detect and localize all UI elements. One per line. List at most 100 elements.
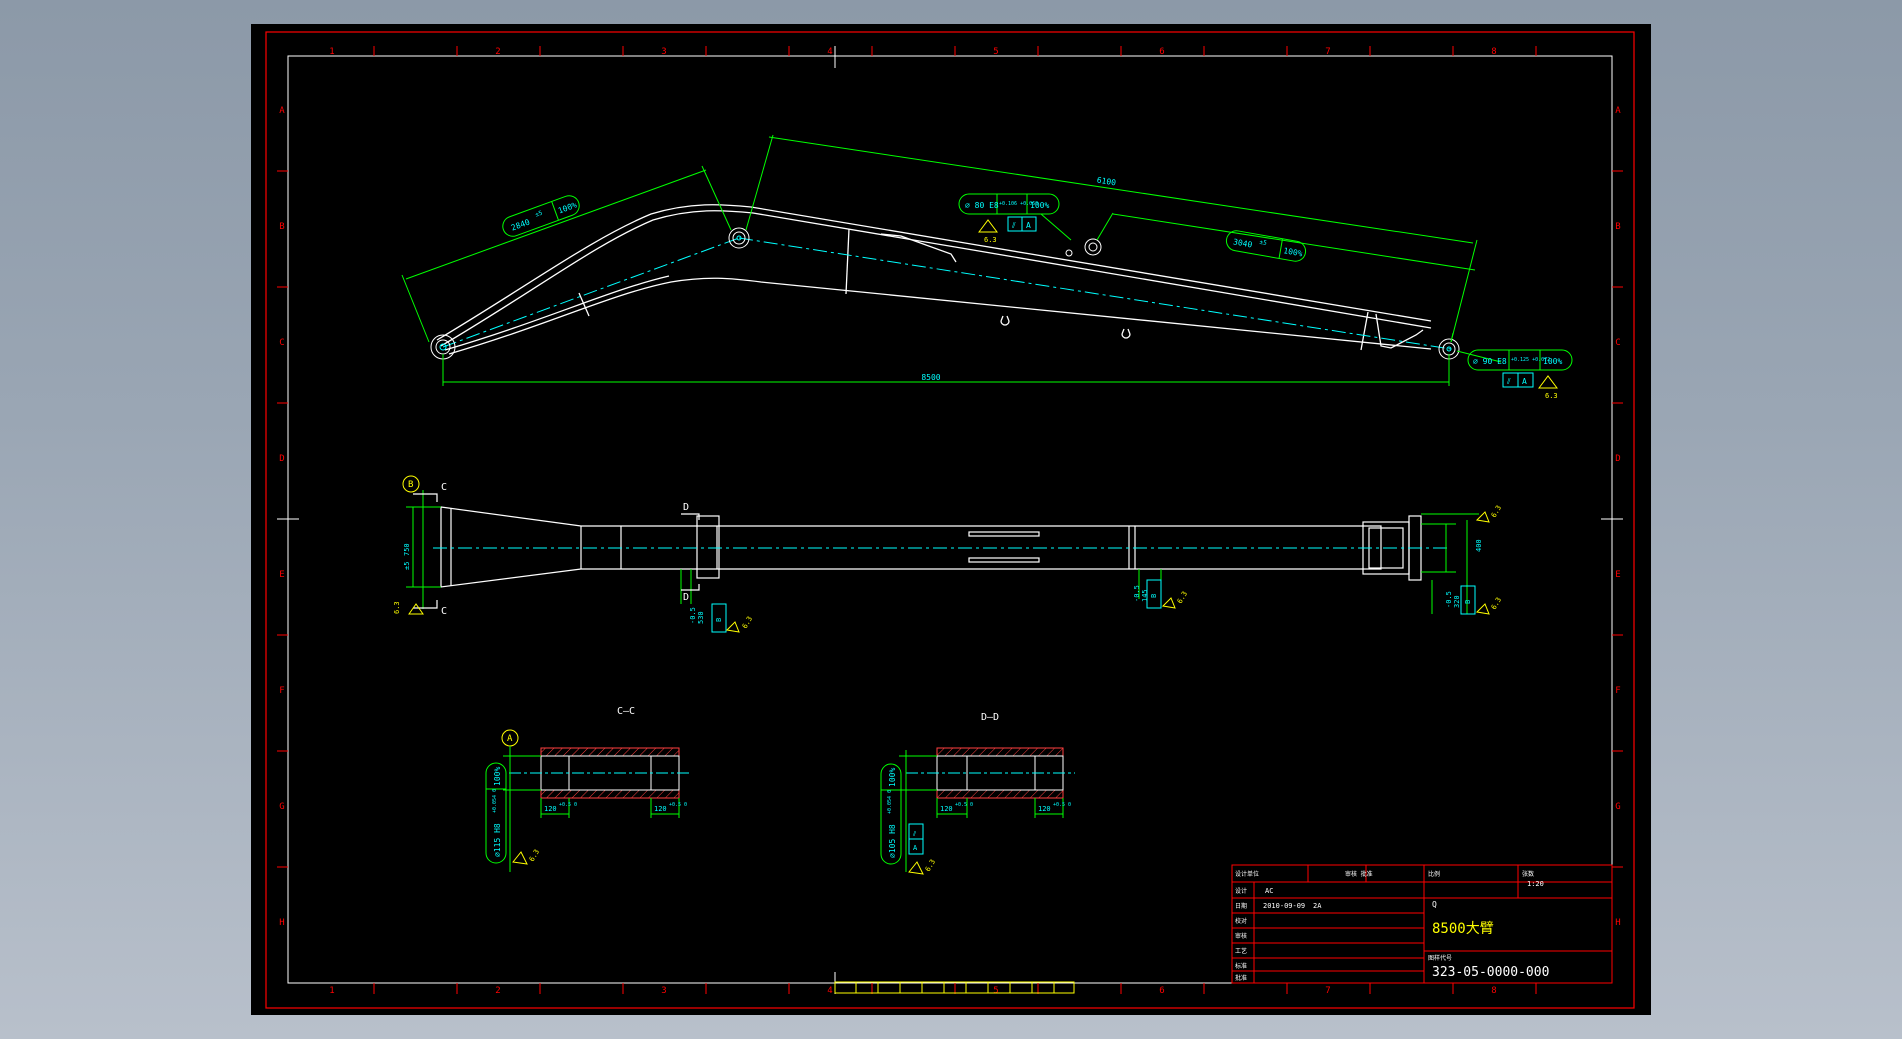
bore-mid-datum: A bbox=[1026, 221, 1031, 230]
border-ticks bbox=[277, 46, 1623, 994]
dim-right-mid-tol: -0.5 bbox=[1133, 585, 1141, 602]
section-cut-marks bbox=[413, 493, 700, 609]
title-block-date-extra: 2A bbox=[1313, 902, 1322, 910]
bore-end-datum: A bbox=[1522, 377, 1527, 386]
border-row-label: E bbox=[1615, 570, 1620, 580]
dimension-lines bbox=[401, 134, 1502, 386]
title-block-row-label: 设计 bbox=[1235, 887, 1247, 895]
dim-end-tol: -0.5 bbox=[1445, 591, 1453, 608]
dim-left-arm: 2840 bbox=[510, 217, 531, 232]
section-d-roughness: 6.3 bbox=[924, 858, 937, 873]
border-col-label: 8 bbox=[1491, 986, 1496, 996]
dim-left-width: 750 bbox=[403, 543, 411, 556]
section-c-roughness: 6.3 bbox=[528, 848, 541, 863]
border-col-label: 4 bbox=[827, 47, 832, 57]
border-row-label: D bbox=[1615, 454, 1620, 464]
section-c-title: C—C bbox=[617, 706, 635, 717]
dim-overall: 8500 bbox=[921, 373, 940, 382]
datum-b-marker bbox=[402, 475, 420, 493]
bore-mid-roughness: 6.3 bbox=[984, 236, 997, 244]
title-block-drawing-number: 323-05-0000-000 bbox=[1432, 965, 1549, 980]
section-c-dim-left: 120 bbox=[544, 805, 557, 813]
title-block-scale: 1:20 bbox=[1527, 880, 1544, 888]
title-block-date: 2010-09-09 bbox=[1263, 902, 1305, 910]
border-row-label: A bbox=[279, 106, 285, 116]
section-d-dim-left-tol: +0.5 0 bbox=[955, 802, 973, 808]
section-c-flag: 100% bbox=[493, 767, 502, 786]
section-d-dim-right: 120 bbox=[1038, 805, 1051, 813]
border-col-label: 3 bbox=[661, 47, 666, 57]
roughness-left: 6.3 bbox=[393, 601, 401, 614]
bore-mid-tol: +0.106 +0.060 bbox=[999, 201, 1038, 207]
drawing-sheet: 1 2 3 4 5 6 7 8 1 2 3 4 5 6 7 8 A B C D … bbox=[251, 24, 1651, 1015]
border-row-label: B bbox=[279, 222, 284, 232]
border-row-label: B bbox=[1615, 222, 1620, 232]
border-col-label: 7 bbox=[1325, 986, 1330, 996]
bore-end-roughness: 6.3 bbox=[1545, 392, 1558, 400]
border-col-label: 8 bbox=[1491, 47, 1496, 57]
dim-right-arm: 3040 bbox=[1232, 237, 1253, 249]
section-d-bore-badge: ∅105 H8 +0.054 0 100% bbox=[880, 763, 902, 865]
bore-end-callout: ∅ 90 E8 +0.125 +0.072 100% ⫽ A 6.3 bbox=[1467, 349, 1573, 400]
section-d-title: D—D bbox=[981, 712, 999, 723]
section-c-bore-tol: +0.054 0 bbox=[492, 789, 498, 813]
bore-end-size: ∅ 90 E8 bbox=[1473, 357, 1507, 366]
section-c-body bbox=[509, 747, 691, 799]
datum-a-label: A bbox=[507, 734, 513, 744]
title-block-material: Q bbox=[1432, 900, 1437, 909]
border-row-label: C bbox=[1615, 338, 1620, 348]
end-datum-box: B bbox=[1464, 600, 1472, 604]
title-block-review: 审核 批准 bbox=[1345, 870, 1373, 878]
cut-d-top: D bbox=[683, 502, 689, 513]
section-c-dim-right: 120 bbox=[654, 805, 667, 813]
title-block-design-unit: 设计单位 bbox=[1235, 870, 1259, 878]
dim-right-arm-badge: 3040 ±5 100% bbox=[1225, 230, 1307, 262]
title-block-row-label: 工艺 bbox=[1235, 947, 1247, 955]
section-d-body bbox=[906, 747, 1075, 799]
dim-right-arm-flag: 100% bbox=[1283, 246, 1304, 258]
title-block-row-label: 日期 bbox=[1235, 902, 1247, 910]
cut-c-bottom: C bbox=[441, 606, 447, 617]
section-d-bore: ∅105 H8 bbox=[888, 824, 897, 858]
side-view: 8500 6100 2840 ±5 100% 3040 ±5 100% ∅ 80… bbox=[401, 134, 1573, 400]
border-col-label: 2 bbox=[495, 47, 500, 57]
title-block-drawing-label: 图样代号 bbox=[1428, 954, 1452, 962]
bottom-scale-strip bbox=[834, 981, 1075, 994]
border-row-label: A bbox=[1615, 106, 1621, 116]
right-mid-roughness: 6.3 bbox=[1176, 590, 1189, 605]
top-view-outline bbox=[440, 506, 1422, 588]
section-d: D—D 120 +0.5 0 120 +0.5 0 bbox=[880, 712, 1075, 875]
border-row-label: E bbox=[279, 570, 284, 580]
bore-mid-flag: 100% bbox=[1030, 201, 1049, 210]
title-block-sheets-label: 张数 bbox=[1522, 870, 1534, 878]
top-view: B C C D D 750 ±5 530 -0.5 145 -0.5 400 3… bbox=[393, 475, 1503, 633]
cut-c-top: C bbox=[441, 482, 447, 493]
mid-roughness: 6.3 bbox=[741, 615, 754, 630]
section-d-datum-ref: A bbox=[913, 844, 918, 852]
end-roughness-top: 6.3 bbox=[1490, 504, 1503, 519]
border-col-label: 6 bbox=[1159, 986, 1164, 996]
dim-end: 320 bbox=[1453, 595, 1461, 608]
border-row-label: G bbox=[279, 802, 284, 812]
section-c: C—C A 120 +0.5 0 120 +0.5 0 bbox=[485, 706, 691, 872]
bore-mid-size: ∅ 80 E8 bbox=[965, 201, 999, 210]
right-mid-datum-box: B bbox=[1150, 594, 1158, 598]
boom-outline bbox=[436, 204, 1432, 355]
border-col-label: 3 bbox=[661, 986, 666, 996]
border-col-label: 5 bbox=[993, 986, 998, 996]
dim-right-arm-tol: ±5 bbox=[1259, 239, 1268, 247]
pin-bore-cylinder bbox=[1065, 238, 1102, 257]
bore-end-tol: +0.125 +0.072 bbox=[1511, 357, 1550, 363]
section-d-dim-right-tol: +0.5 0 bbox=[1053, 802, 1071, 808]
title-block-scale-label: 比例 bbox=[1428, 870, 1440, 878]
border-col-label: 6 bbox=[1159, 47, 1164, 57]
dim-left-arm-badge: 2840 ±5 100% bbox=[502, 195, 580, 237]
section-d-flag: 100% bbox=[888, 768, 897, 787]
border-row-label: C bbox=[279, 338, 284, 348]
dim-left-width-tol: ±5 bbox=[403, 562, 411, 570]
border-col-label: 7 bbox=[1325, 47, 1330, 57]
dim-top: 6100 bbox=[1096, 176, 1117, 188]
bore-end-flag: 100% bbox=[1543, 357, 1562, 366]
title-block-row-label: 审核 bbox=[1235, 932, 1247, 940]
boom-centerline bbox=[442, 237, 1452, 350]
